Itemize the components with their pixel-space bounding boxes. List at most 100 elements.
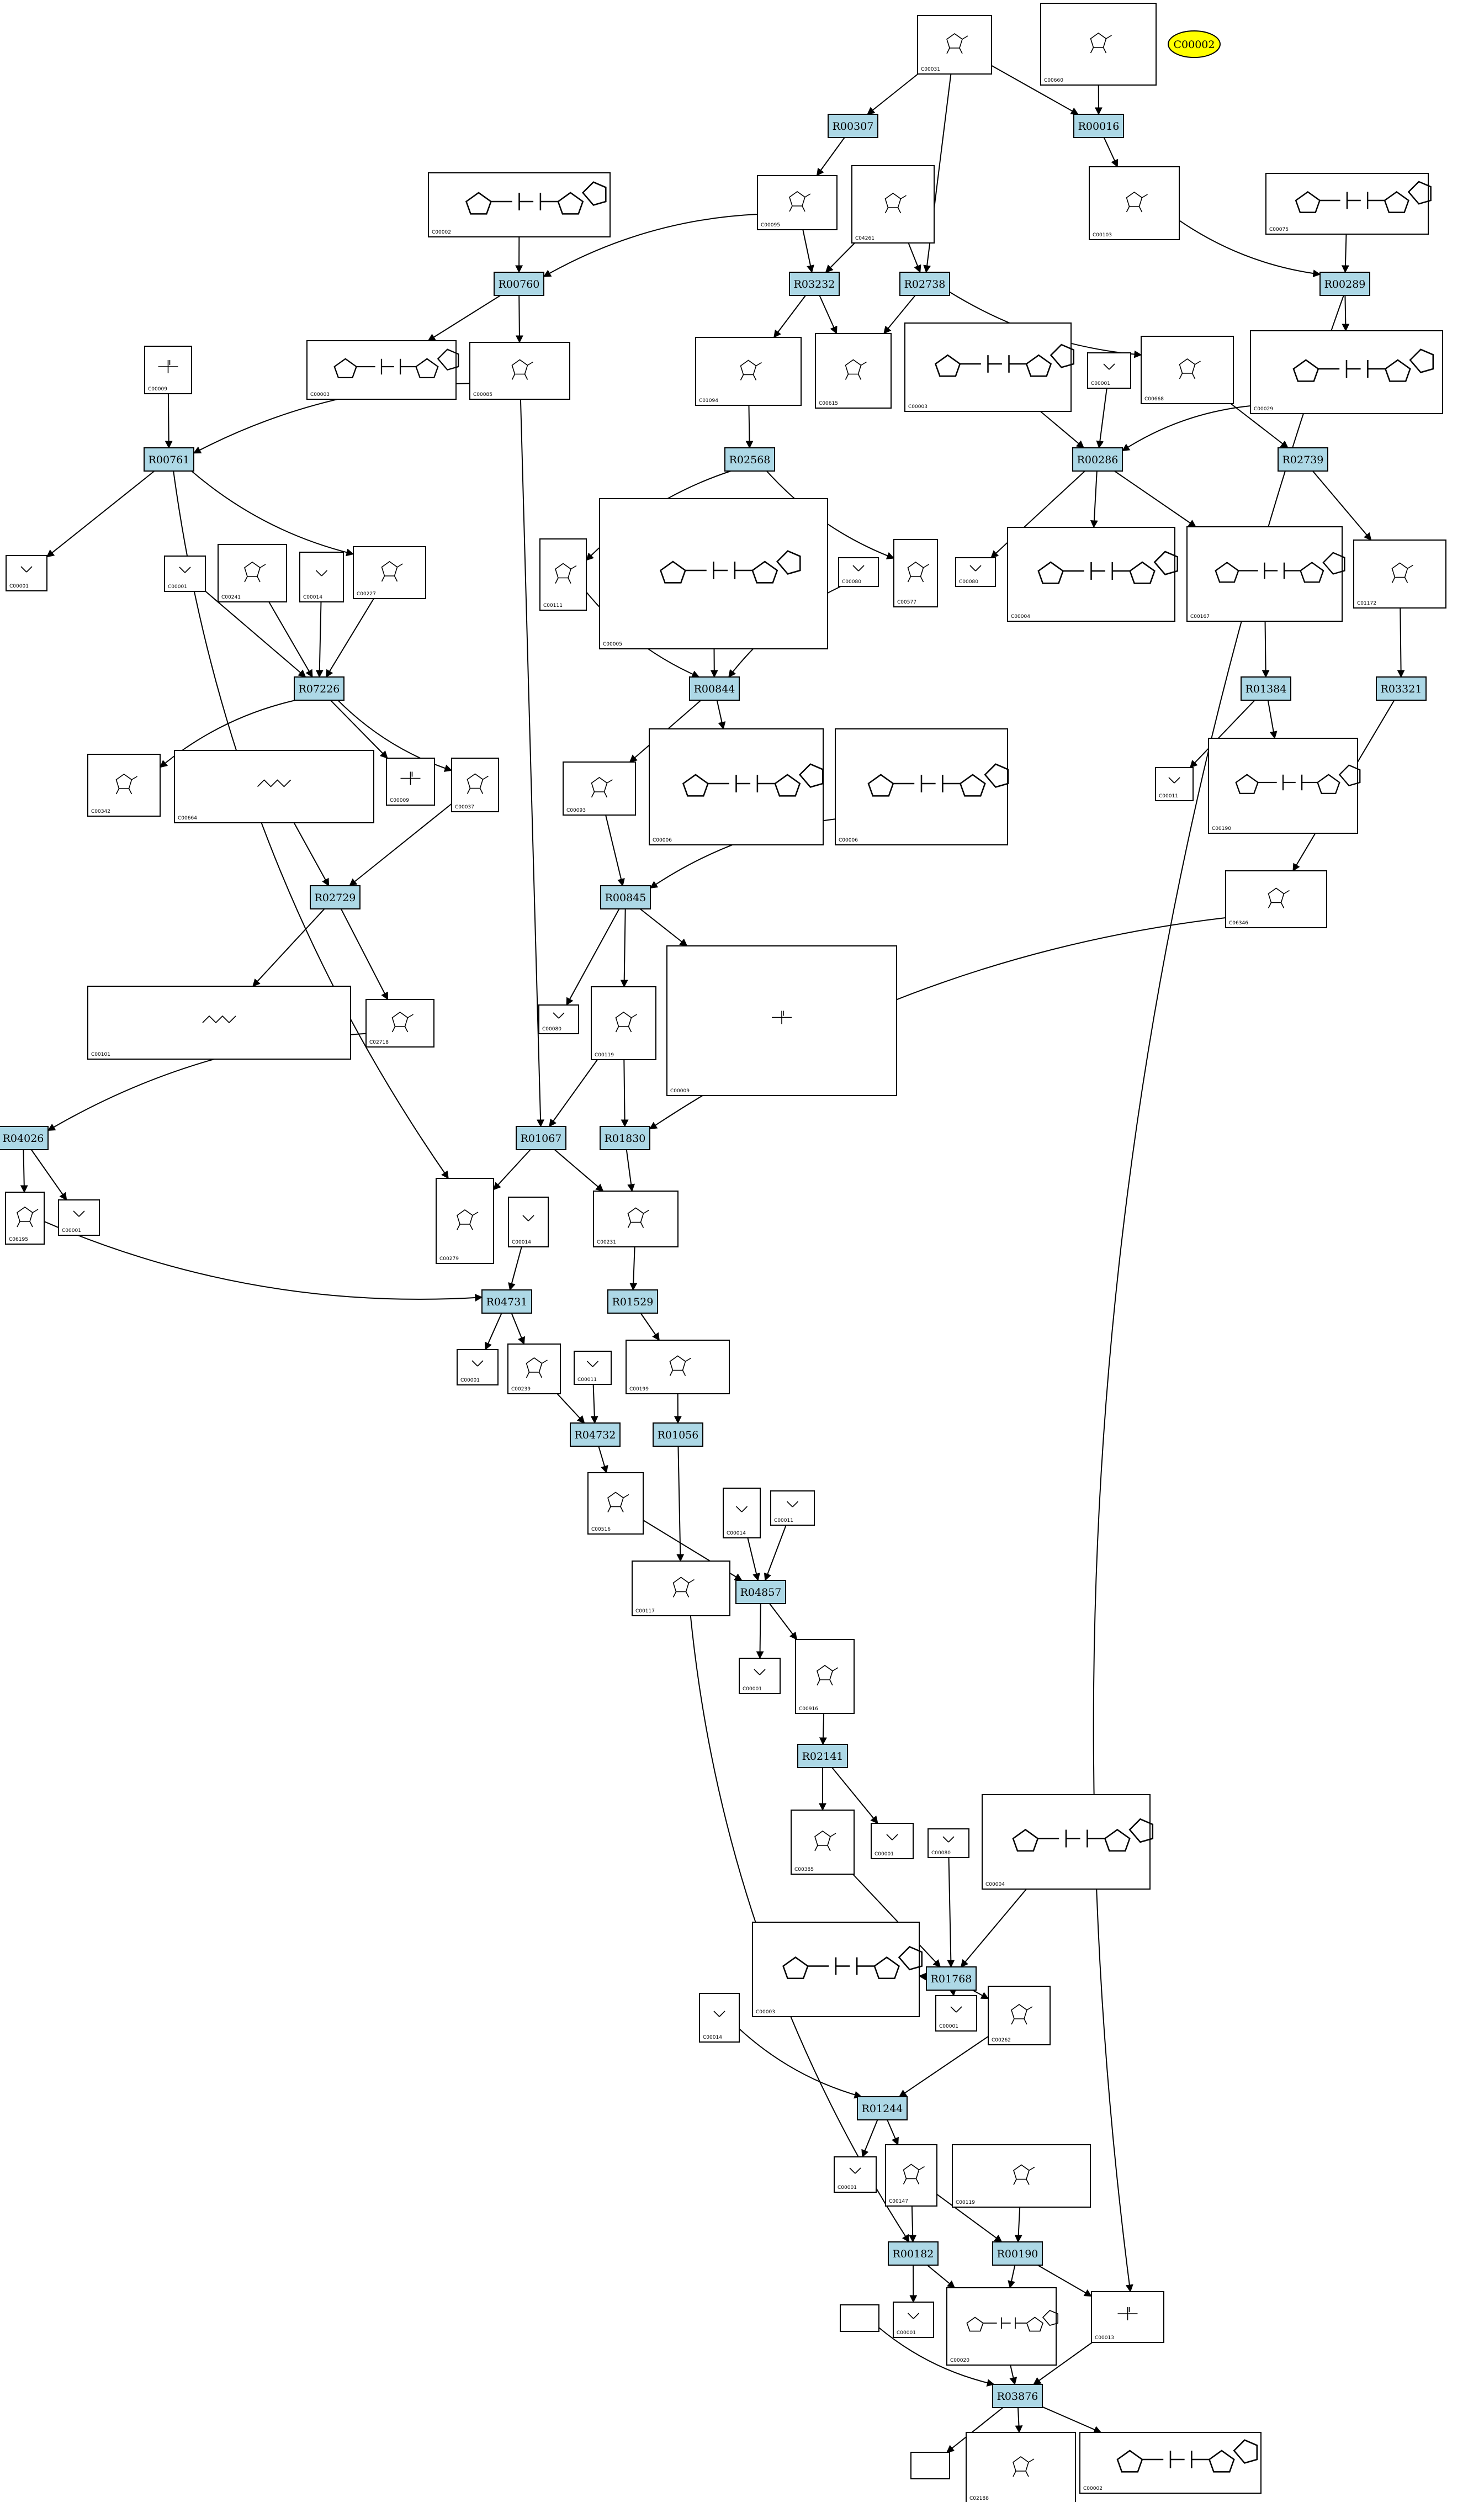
reaction-R02141[interactable]: R02141	[797, 1744, 848, 1768]
compound-blank2[interactable]	[910, 2452, 950, 2479]
compound-C00006a[interactable]: C00006	[649, 728, 824, 845]
compound-C00003c[interactable]: C00003	[752, 1922, 923, 2017]
reaction-R01067[interactable]: R01067	[516, 1126, 566, 1150]
reaction-R00182[interactable]: R00182	[888, 2241, 939, 2266]
reaction-R00190[interactable]: R00190	[992, 2241, 1043, 2266]
compound-C00080a[interactable]: C00080	[838, 557, 879, 587]
compound-C00020[interactable]: C00020	[946, 2287, 1058, 2366]
compound-C00241[interactable]: C00241	[218, 544, 287, 602]
compound-C00117[interactable]: C00117	[632, 1561, 730, 1616]
compound-C01094[interactable]: C01094	[695, 337, 802, 406]
compound-C00014c[interactable]: C00014	[723, 1488, 761, 1538]
reaction-R02739[interactable]: R02739	[1278, 447, 1328, 472]
reaction-R03876[interactable]: R03876	[992, 2384, 1043, 2408]
compound-C01172[interactable]: C01172	[1353, 539, 1446, 609]
compound-C00577[interactable]: C00577	[893, 539, 938, 607]
compound-C00119[interactable]: C00119	[591, 986, 656, 1060]
compound-C04261[interactable]: C04261	[851, 165, 935, 244]
reaction-R01830[interactable]: R01830	[600, 1126, 650, 1150]
compound-C00001d[interactable]: C00001	[58, 1199, 100, 1236]
compound-C00668[interactable]: C00668	[1141, 336, 1234, 404]
compound-C00080b[interactable]: C00080	[955, 557, 996, 587]
compound-C00111[interactable]: C00111	[539, 538, 587, 611]
compound-C00101[interactable]: C00101	[87, 986, 351, 1060]
compound-C00011b[interactable]: C00011	[574, 1351, 612, 1385]
compound-C02188[interactable]: C02188	[966, 2432, 1076, 2502]
reaction-R00289[interactable]: R00289	[1319, 272, 1370, 296]
compound-blank1[interactable]	[840, 2304, 879, 2332]
compound-C00516[interactable]: C00516	[587, 1472, 644, 1535]
compound-C00279[interactable]: C00279	[436, 1178, 494, 1264]
reaction-R01384[interactable]: R01384	[1241, 676, 1291, 701]
compound-C00009a[interactable]: C00009	[144, 346, 192, 394]
compound-C00080d[interactable]: C00080	[928, 1828, 969, 1858]
compound-C00011c[interactable]: C00011	[770, 1490, 815, 1526]
compound-C00004a[interactable]: C00004	[1007, 527, 1179, 622]
compound-C00262[interactable]: C00262	[988, 1986, 1051, 2045]
reaction-R00307[interactable]: R00307	[828, 114, 878, 138]
compound-C00031[interactable]: C00031	[917, 15, 992, 75]
compound-C00001c[interactable]: C00001	[164, 556, 206, 592]
compound-C00085[interactable]: C00085	[469, 342, 570, 400]
reaction-R07226[interactable]: R07226	[294, 676, 344, 701]
compound-C00075[interactable]: C00075	[1265, 173, 1432, 235]
reaction-R01244[interactable]: R01244	[857, 2096, 908, 2120]
compound-C00239[interactable]: C00239	[507, 1343, 561, 1394]
reaction-R01768[interactable]: R01768	[926, 1966, 977, 1991]
compound-C06346[interactable]: C06346	[1225, 870, 1327, 928]
reaction-R01056[interactable]: R01056	[653, 1422, 703, 1447]
reaction-R00760[interactable]: R00760	[494, 272, 544, 296]
compound-C00003b[interactable]: C00003	[904, 322, 1075, 412]
compound-C00001b[interactable]: C00001	[6, 555, 47, 591]
compound-C00093[interactable]: C00093	[563, 761, 636, 816]
compound-C00006b[interactable]: C00006	[835, 728, 1009, 845]
compound-C00147[interactable]: C00147	[885, 2144, 937, 2207]
compound-C00004b[interactable]: C00004	[982, 1794, 1154, 1890]
reaction-R03232[interactable]: R03232	[789, 272, 840, 296]
compound-C00002a[interactable]: C00002	[428, 172, 611, 237]
compound-C00002b[interactable]: C00002	[1079, 2432, 1262, 2494]
highlight-compound[interactable]: C00002	[1168, 30, 1221, 58]
reaction-R00761[interactable]: R00761	[144, 447, 194, 472]
reaction-R02738[interactable]: R02738	[899, 272, 950, 296]
compound-C00001h[interactable]: C00001	[935, 1995, 977, 2032]
compound-C00013[interactable]: C00013	[1091, 2291, 1164, 2343]
compound-C00167[interactable]: C00167	[1186, 526, 1345, 622]
compound-C00231[interactable]: C00231	[593, 1191, 679, 1247]
reaction-R00845[interactable]: R00845	[600, 885, 651, 909]
reaction-R04732[interactable]: R04732	[570, 1422, 621, 1447]
reaction-R01529[interactable]: R01529	[607, 1289, 658, 1314]
reaction-R02568[interactable]: R02568	[724, 447, 775, 472]
compound-C00001e[interactable]: C00001	[457, 1349, 499, 1385]
reaction-R03321[interactable]: R03321	[1376, 676, 1427, 701]
compound-C00014d[interactable]: C00014	[699, 1993, 740, 2043]
reaction-R04731[interactable]: R04731	[481, 1289, 532, 1314]
compound-C00103[interactable]: C00103	[1089, 166, 1180, 240]
reaction-R00016[interactable]: R00016	[1073, 114, 1124, 138]
compound-C00119b[interactable]: C00119	[952, 2144, 1091, 2208]
compound-C00664[interactable]: C00664	[174, 750, 374, 823]
compound-C06195[interactable]: C06195	[5, 1192, 45, 1245]
compound-C00001a[interactable]: C00001	[1087, 352, 1131, 389]
reaction-R02729[interactable]: R02729	[310, 885, 361, 909]
compound-C00001i[interactable]: C00001	[834, 2156, 877, 2193]
compound-C00005[interactable]: C00005	[599, 498, 828, 649]
compound-C00916[interactable]: C00916	[795, 1639, 855, 1714]
compound-C00001g[interactable]: C00001	[871, 1823, 914, 1859]
compound-C02718[interactable]: C02718	[365, 999, 434, 1048]
reaction-R04857[interactable]: R04857	[735, 1580, 786, 1604]
compound-C00009b[interactable]: C00009	[386, 758, 435, 806]
compound-C00095[interactable]: C00095	[757, 175, 838, 230]
compound-C00199[interactable]: C00199	[626, 1340, 730, 1394]
reaction-R04026[interactable]: R04026	[0, 1126, 49, 1150]
reaction-R00286[interactable]: R00286	[1072, 447, 1123, 472]
compound-C00342[interactable]: C00342	[87, 754, 161, 817]
compound-C00227[interactable]: C00227	[353, 546, 426, 599]
compound-C00615[interactable]: C00615	[815, 333, 892, 409]
compound-C00011a[interactable]: C00011	[1155, 767, 1194, 801]
compound-C00037[interactable]: C00037	[451, 758, 499, 812]
compound-C00029[interactable]: C00029	[1250, 330, 1443, 414]
compound-C00014a[interactable]: C00014	[299, 552, 344, 602]
compound-C00001f[interactable]: C00001	[739, 1658, 781, 1694]
compound-C00014b[interactable]: C00014	[508, 1197, 549, 1247]
